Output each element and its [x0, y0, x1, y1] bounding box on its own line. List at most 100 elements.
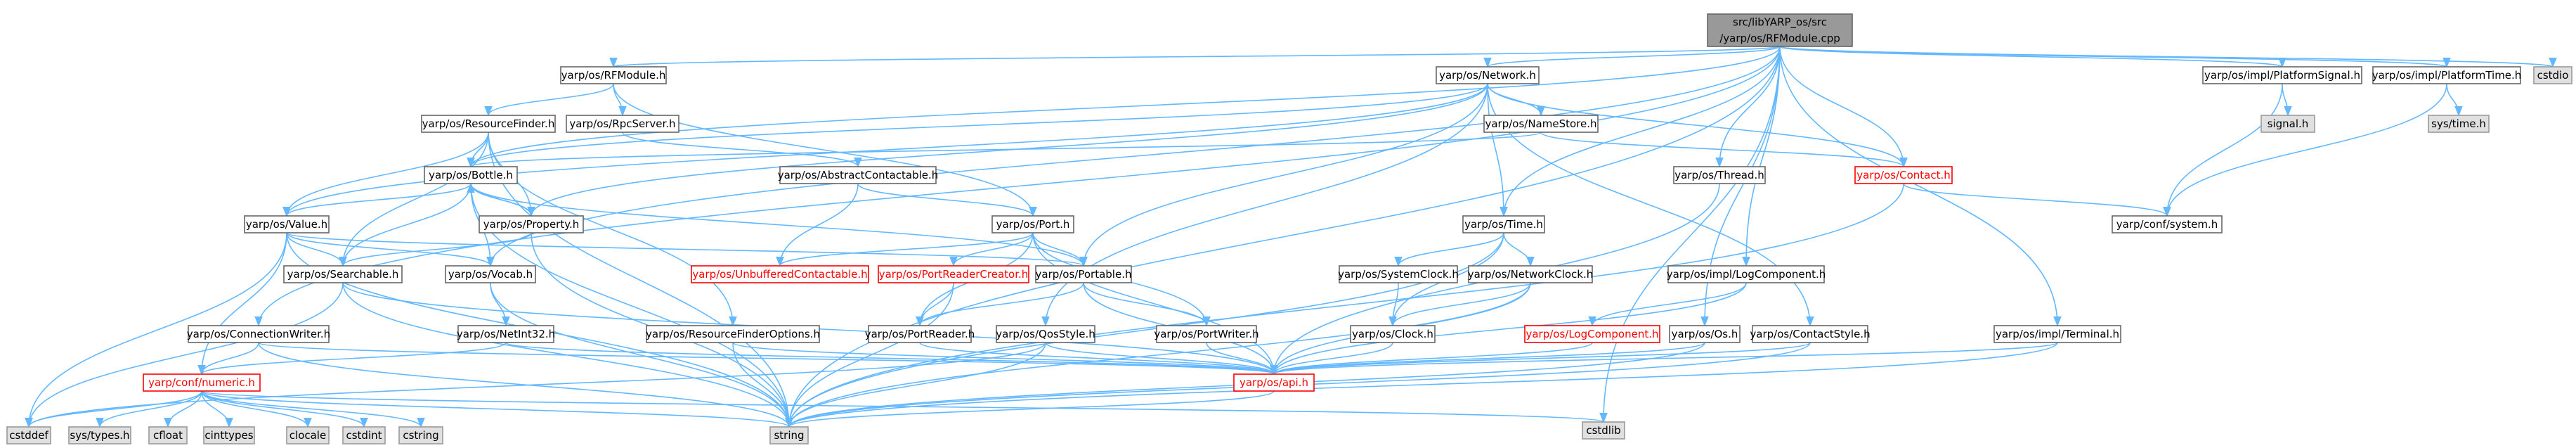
edge-namestore_h-to-contact_h: [1540, 132, 1908, 168]
node-box-contactstyle_h: [1752, 325, 1868, 343]
edge-portable_h-to-portwriter_h: [1083, 282, 1211, 327]
edge-os_h-to-api_h: [1270, 342, 1705, 376]
node-label-signal_h-0: signal.h: [2268, 117, 2309, 130]
node-label-numeric_h-0: yarp/conf/numeric.h: [148, 376, 255, 389]
edge-time_h-to-string: [785, 232, 1504, 428]
node-portwriter_h[interactable]: yarp/os/PortWriter.h: [1154, 325, 1259, 343]
node-label-terminal_h-0: yarp/os/impl/Terminal.h: [1996, 328, 2119, 340]
edge-searchable_h-to-cstddef: [25, 282, 344, 428]
node-box-cstdint: [342, 426, 386, 444]
node-box-rfmodule_h: [560, 66, 667, 84]
edge-port_h-to-unbufferedcontactable_h: [776, 232, 1034, 267]
node-label-logcomponent_h-0: yarp/os/LogComponent.h: [1526, 328, 1658, 340]
node-value_h[interactable]: yarp/os/Value.h: [244, 215, 330, 233]
node-box-vocab_h: [445, 265, 536, 283]
edge-terminal_h-to-string: [785, 342, 2058, 428]
node-label-cinttypes-0: cinttypes: [204, 429, 253, 442]
edge-bottle_h-to-searchable_h: [339, 183, 471, 267]
node-portable_h[interactable]: yarp/os/Portable.h: [1035, 265, 1132, 283]
node-box-api_h: [1233, 373, 1315, 392]
dependency-edges: [25, 46, 2556, 428]
node-label-vocab_h-0: yarp/os/Vocab.h: [448, 268, 533, 281]
edge-root-to-platformtime_h: [1779, 46, 2450, 68]
node-box-portreadercreator_h: [878, 265, 1029, 283]
node-platformtime_h[interactable]: yarp/os/impl/PlatformTime.h: [2372, 66, 2522, 84]
node-network_h[interactable]: yarp/os/Network.h: [1436, 66, 1540, 84]
node-bottle_h[interactable]: yarp/os/Bottle.h: [424, 166, 518, 184]
node-cstdint: cstdint: [342, 426, 386, 444]
node-box-platformtime_h: [2372, 66, 2521, 84]
node-label-systypes_h-0: sys/types.h: [70, 429, 129, 442]
node-port_h[interactable]: yarp/os/Port.h: [991, 215, 1074, 233]
edge-abstractcontactable_h-to-port_h: [857, 183, 1037, 217]
node-searchable_h[interactable]: yarp/os/Searchable.h: [283, 265, 403, 283]
node-clock_h[interactable]: yarp/os/Clock.h: [1350, 325, 1436, 343]
node-box-clocale: [286, 426, 330, 444]
edge-resourcefinder_h-to-value_h: [282, 132, 489, 217]
edge-platformsignal_h-to-signal_h: [2282, 83, 2292, 117]
node-netint32_h[interactable]: yarp/os/NetInt32.h: [457, 325, 555, 343]
node-qosstyle_h[interactable]: yarp/os/QosStyle.h: [996, 325, 1095, 343]
edge-platformtime_h-to-systime_h: [2446, 83, 2463, 117]
node-box-unbufferedcontactable_h: [691, 265, 869, 283]
node-contact_h[interactable]: yarp/os/Contact.h: [1854, 166, 1953, 184]
edge-qosstyle_h-to-api_h: [1045, 342, 1278, 376]
node-box-string: [769, 426, 809, 444]
node-rpcserver_h[interactable]: yarp/os/RpcServer.h: [566, 115, 679, 133]
node-networkclock_h[interactable]: yarp/os/NetworkClock.h: [1468, 265, 1594, 283]
node-box-systemclock_h: [1339, 265, 1458, 283]
node-namestore_h[interactable]: yarp/os/NameStore.h: [1483, 115, 1599, 133]
edge-networkclock_h-to-clock_h: [1388, 282, 1531, 327]
node-box-portreader_h: [868, 325, 972, 343]
node-label-root-0: src/libYARP_os/src: [1733, 16, 1827, 30]
node-confsystem_h[interactable]: yarp/conf/system.h: [2112, 215, 2223, 233]
node-label-portreadercreator_h-0: yarp/os/PortReaderCreator.h: [879, 268, 1029, 281]
node-numeric_h[interactable]: yarp/conf/numeric.h: [143, 373, 261, 392]
edge-root-to-thread_h: [1715, 46, 1781, 168]
node-rfmodule_h[interactable]: yarp/os/RFModule.h: [560, 66, 667, 84]
node-vocab_h[interactable]: yarp/os/Vocab.h: [445, 265, 536, 283]
node-box-cfloat: [148, 426, 188, 444]
node-time_h[interactable]: yarp/os/Time.h: [1462, 215, 1545, 233]
node-contactstyle_h[interactable]: yarp/os/ContactStyle.h: [1750, 325, 1871, 343]
node-label-connectionwriter_h-0: yarp/os/ConnectionWriter.h: [187, 328, 330, 340]
node-box-clock_h: [1350, 325, 1436, 343]
node-label-networkclock_h-0: yarp/os/NetworkClock.h: [1468, 268, 1594, 281]
edge-root-to-cstdio: [1779, 46, 2556, 68]
edge-property_h-to-bottle_h: [467, 182, 532, 217]
node-box-port_h: [991, 215, 1074, 233]
node-box-portable_h: [1035, 265, 1132, 283]
node-logcomponent_h[interactable]: yarp/os/LogComponent.h: [1524, 325, 1660, 343]
edge-portable_h-to-portreader_h: [916, 282, 1084, 327]
node-root[interactable]: src/libYARP_os/src/yarp/os/RFModule.cpp: [1707, 13, 1853, 47]
node-box-platformsignal_h: [2202, 66, 2362, 84]
edge-numeric_h-to-cstdlib: [201, 390, 1607, 423]
edge-resourcefinder_h-to-searchable_h: [339, 132, 489, 267]
node-box-terminal_h: [1993, 325, 2121, 343]
node-resourcefinder_h[interactable]: yarp/os/ResourceFinder.h: [421, 115, 556, 133]
node-terminal_h[interactable]: yarp/os/impl/Terminal.h: [1993, 325, 2121, 343]
node-platformsignal_h[interactable]: yarp/os/impl/PlatformSignal.h: [2202, 66, 2362, 84]
node-abstractcontactable_h[interactable]: yarp/os/AbstractContactable.h: [778, 166, 939, 184]
node-connectionwriter_h[interactable]: yarp/os/ConnectionWriter.h: [187, 325, 330, 343]
node-label-cstring-0: cstring: [403, 429, 438, 442]
edge-logcomponent_impl_h-to-logcomponent_h: [1588, 282, 1747, 327]
node-resourcefinderoptions_h[interactable]: yarp/os/ResourceFinderOptions.h: [646, 325, 820, 343]
node-thread_h[interactable]: yarp/os/Thread.h: [1673, 166, 1766, 184]
node-api_h[interactable]: yarp/os/api.h: [1233, 373, 1315, 392]
edge-root-to-string: [785, 46, 1781, 428]
edge-root-to-rfmodule_h: [610, 46, 1781, 68]
node-label-platformsignal_h-0: yarp/os/impl/PlatformSignal.h: [2204, 69, 2360, 82]
node-portreadercreator_h[interactable]: yarp/os/PortReaderCreator.h: [878, 265, 1029, 283]
node-box-resourcefinderoptions_h: [646, 325, 820, 343]
node-box-searchable_h: [283, 265, 403, 283]
edge-numeric_h-to-cfloat: [164, 390, 202, 428]
node-unbufferedcontactable_h[interactable]: yarp/os/UnbufferedContactable.h: [691, 265, 869, 283]
node-logcomponent_impl_h[interactable]: yarp/os/impl/LogComponent.h: [1667, 265, 1826, 283]
node-systemclock_h[interactable]: yarp/os/SystemClock.h: [1338, 265, 1459, 283]
node-box-cstring: [398, 426, 443, 444]
node-portreader_h[interactable]: yarp/os/PortReader.h: [865, 325, 975, 343]
edge-netint32_h-to-api_h: [505, 342, 1278, 376]
node-os_h[interactable]: yarp/os/Os.h: [1669, 325, 1741, 343]
node-property_h[interactable]: yarp/os/Property.h: [479, 215, 584, 233]
